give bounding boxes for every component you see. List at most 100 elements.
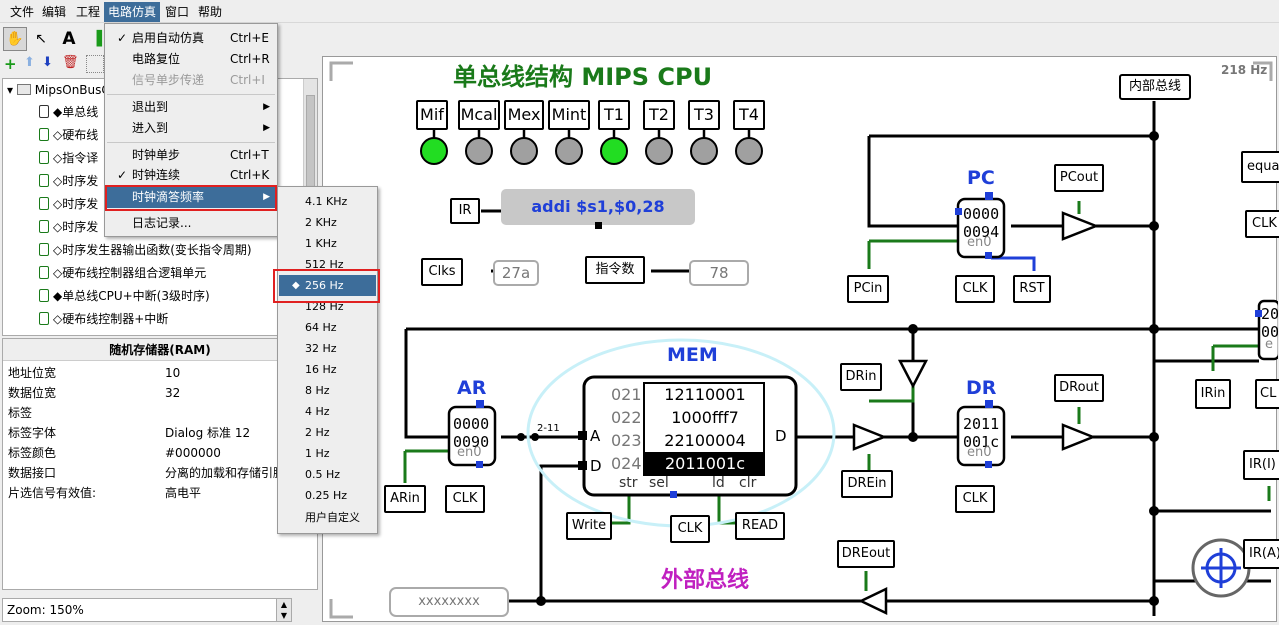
- registers: [447, 197, 1278, 467]
- clks-counter: 27a: [493, 260, 539, 286]
- state-t4[interactable]: T4: [733, 100, 765, 130]
- toolbar: ✋ ↖ A ▌: [0, 24, 320, 54]
- tree-item[interactable]: ◆单总线: [39, 101, 98, 123]
- reset-wire: [991, 256, 1036, 271]
- mem-cell-selected: 2011001c: [664, 454, 746, 473]
- menu-bar: 文件 编辑 工程 电路仿真 窗口 帮助: [0, 0, 1279, 23]
- prop-value[interactable]: 分离的加载和存储引脚: [165, 466, 286, 480]
- state-mex[interactable]: Mex: [504, 100, 544, 130]
- zoom-field[interactable]: Zoom: 150%: [2, 598, 292, 622]
- properties-icon[interactable]: [86, 55, 104, 73]
- freq-option-selected[interactable]: ◆256 Hz: [279, 275, 376, 296]
- tree-item[interactable]: ◇硬布线控制器+中断: [39, 308, 168, 330]
- mem-port-d-in: D: [590, 457, 602, 475]
- tree-root[interactable]: ▾ MipsOnBusC: [7, 83, 110, 97]
- freq-option[interactable]: 2 Hz: [305, 426, 330, 439]
- pcin-tunnel: PCin: [847, 275, 889, 303]
- menu-project[interactable]: 工程: [76, 5, 101, 19]
- tree-item[interactable]: ◇硬布线: [39, 124, 98, 146]
- properties-title: 随机存储器(RAM): [3, 339, 317, 361]
- freq-option[interactable]: 4 Hz: [305, 405, 330, 418]
- instruction-display: [501, 189, 695, 225]
- tree-item[interactable]: ◇时序发: [39, 193, 98, 215]
- delete-icon[interactable]: 🗑: [62, 55, 79, 70]
- menu-item-tick-frequency[interactable]: 时钟滴答频率▶: [106, 187, 276, 208]
- circuit-canvas[interactable]: 单总线结构 MIPS CPU 218 Hz 内部总线 外部总线 Mif Mcal…: [322, 56, 1279, 622]
- select-tool-icon[interactable]: ↖: [35, 31, 47, 47]
- freq-option[interactable]: 512 Hz: [305, 258, 344, 271]
- tree-item[interactable]: ◇指令译: [39, 147, 98, 169]
- state-mif[interactable]: Mif: [416, 100, 448, 130]
- freq-option[interactable]: 2 KHz: [305, 216, 337, 229]
- menu-simulate[interactable]: 电路仿真: [104, 2, 161, 22]
- menu-item-logging[interactable]: 日志记录...: [132, 216, 192, 230]
- zoom-spinner-icon[interactable]: ▲▼: [276, 599, 291, 621]
- mem-cell: 22100004: [664, 431, 746, 450]
- hand-tool-icon[interactable]: ✋: [3, 27, 27, 51]
- freq-option[interactable]: 1 Hz: [305, 447, 330, 460]
- wires: [404, 101, 1271, 616]
- prop-value[interactable]: Dialog 标准 12: [165, 426, 251, 440]
- freq-option[interactable]: 1 KHz: [305, 237, 337, 250]
- prop-value[interactable]: 高电平: [165, 486, 202, 500]
- circuit-icon: [39, 197, 49, 210]
- tree-item[interactable]: ◇硬布线控制器组合逻辑单元: [39, 262, 206, 284]
- mem-pin-ld: ld: [712, 475, 725, 491]
- mem-pin-clr: clr: [739, 475, 757, 491]
- pcout-tunnel: PCout: [1054, 164, 1104, 192]
- menu-item-enter-to[interactable]: 进入到▶: [106, 118, 276, 139]
- tree-item[interactable]: ◇时序发: [39, 216, 98, 238]
- ar-clk-tunnel: CLK: [445, 485, 485, 513]
- menu-file[interactable]: 文件: [10, 5, 35, 19]
- circuit-icon: [39, 312, 49, 325]
- freq-option[interactable]: 128 Hz: [305, 300, 344, 313]
- state-mcal[interactable]: Mcal: [458, 100, 500, 130]
- freq-option[interactable]: 0.5 Hz: [305, 468, 341, 481]
- freq-option[interactable]: 4.1 KHz: [305, 195, 348, 208]
- tree-item[interactable]: ◆单总线CPU+中断(3级时序): [39, 285, 210, 307]
- submenu-arrow-icon: ▶: [263, 192, 270, 202]
- freq-option-custom[interactable]: 用户自定义: [305, 511, 360, 524]
- text-tool-icon[interactable]: A: [62, 29, 76, 49]
- menu-help[interactable]: 帮助: [198, 5, 223, 19]
- pc-rst-tunnel: RST: [1013, 275, 1051, 303]
- freq-option[interactable]: 16 Hz: [305, 363, 337, 376]
- ar-value-low: 0090: [453, 433, 490, 451]
- menu-edit[interactable]: 编辑: [42, 5, 67, 19]
- write-tunnel: Write: [566, 512, 612, 540]
- submenu-arrow-icon: ▶: [263, 102, 270, 112]
- menu-window[interactable]: 窗口: [165, 5, 190, 19]
- circuit-icon: [39, 243, 49, 256]
- submenu-arrow-icon: ▶: [263, 123, 270, 133]
- circuit-title: 单总线结构 MIPS CPU: [453, 63, 713, 91]
- freq-option[interactable]: 64 Hz: [305, 321, 337, 334]
- tree-item[interactable]: ◇时序发: [39, 170, 98, 192]
- move-down-icon[interactable]: ⬇: [42, 55, 53, 70]
- freq-option[interactable]: 32 Hz: [305, 342, 337, 355]
- move-up-icon[interactable]: ⬆: [24, 55, 35, 70]
- prop-value[interactable]: 10: [165, 366, 181, 380]
- tree-item[interactable]: ◇时序发生器输出函数(变长指令周期): [39, 239, 252, 261]
- state-t2[interactable]: T2: [643, 100, 675, 130]
- menu-item-exit-to[interactable]: 退出到▶: [106, 97, 276, 118]
- add-icon[interactable]: +: [4, 55, 17, 73]
- state-mint[interactable]: Mint: [548, 100, 590, 130]
- freq-option[interactable]: 8 Hz: [305, 384, 330, 397]
- state-t1[interactable]: T1: [598, 100, 630, 130]
- expand-icon[interactable]: ▾: [7, 83, 14, 97]
- folder-icon: [16, 84, 31, 95]
- prop-value[interactable]: #000000: [165, 446, 221, 460]
- pc-title: PC: [967, 167, 995, 189]
- freq-option[interactable]: 0.25 Hz: [305, 489, 348, 502]
- state-t3[interactable]: T3: [688, 100, 720, 130]
- circuit-icon: [39, 128, 49, 141]
- wiring-tool-icon[interactable]: ▌: [96, 31, 108, 47]
- state-leds: [420, 137, 763, 165]
- prop-value[interactable]: 32: [165, 386, 181, 400]
